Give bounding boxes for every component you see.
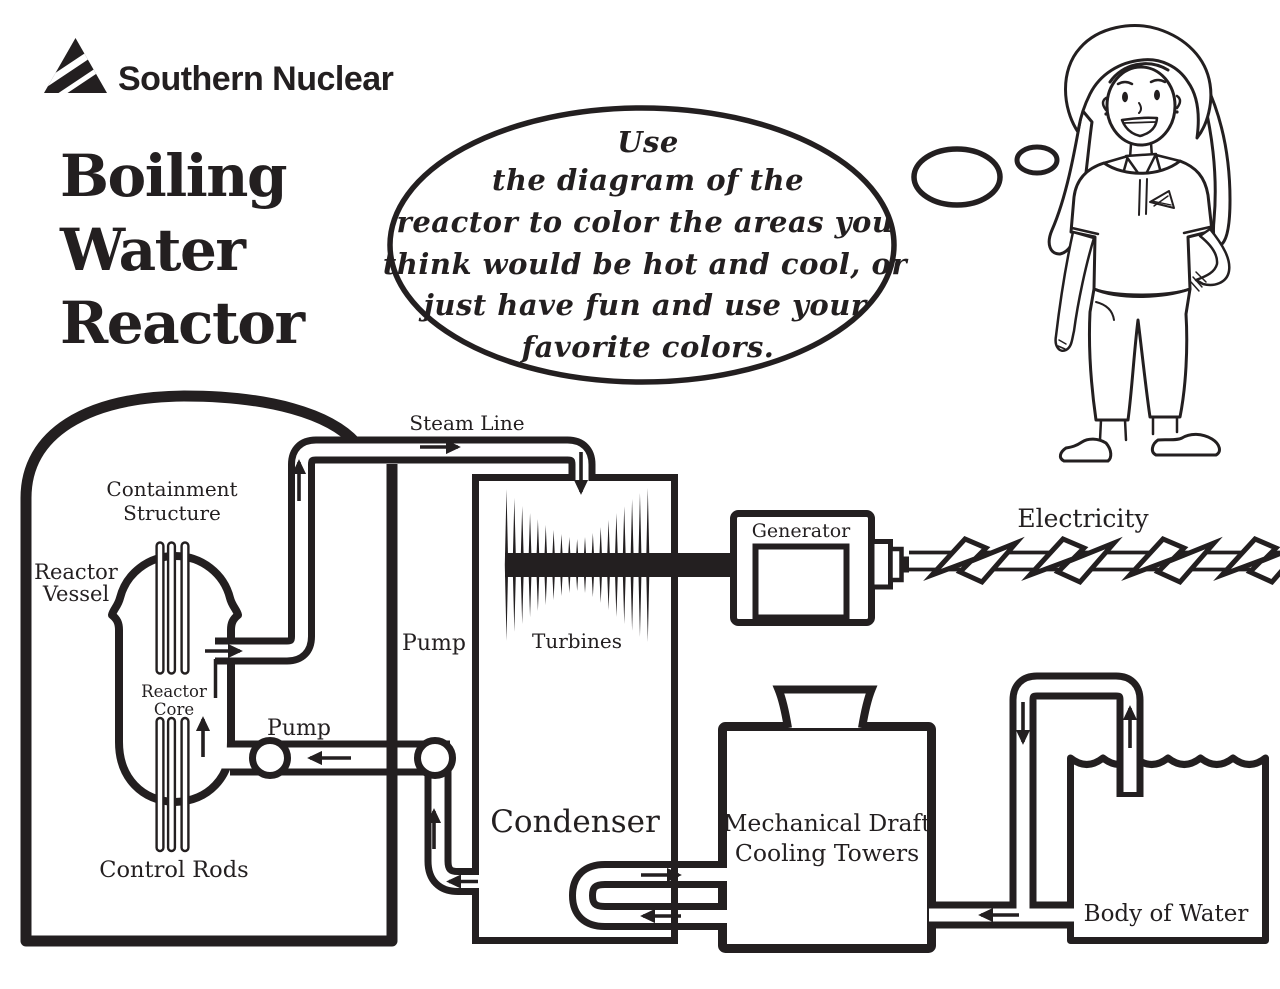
lightning-bolt-icon [1121, 536, 1223, 586]
character-left-hand [1057, 339, 1067, 350]
thought-bubble-large [911, 146, 1003, 208]
character-ankles [1098, 415, 1179, 442]
pump-left-symbol [249, 737, 291, 779]
page-title: Reactor [60, 289, 306, 357]
character-earring [1104, 112, 1108, 116]
diagram-labels: Steam Line Containment Structure Reactor… [34, 411, 1248, 927]
lightning-bolt-icon [1021, 536, 1123, 586]
speech-bubble-text: Use [617, 125, 679, 159]
condenser-label: Condenser [490, 804, 660, 840]
pump-right-symbol [414, 737, 456, 779]
character-teeth [1123, 121, 1156, 124]
generator-core [752, 543, 850, 621]
reactor-core-label: Reactor [141, 682, 207, 701]
brand-name: Southern Nuclear [118, 60, 394, 98]
character-illustration [1047, 24, 1232, 463]
generator-coupling [869, 539, 893, 590]
thought-bubble-small [1014, 144, 1060, 176]
containment-structure-label: Containment [106, 477, 237, 501]
brand-logo-icon [44, 38, 107, 93]
character-shoe [1058, 437, 1113, 463]
character-eyebrow [1149, 78, 1167, 84]
turbines [504, 488, 737, 642]
cooling-loop-channel [575, 868, 731, 923]
reactor-core-label: Core [154, 700, 194, 719]
speech-bubble: Use the diagram of the reactor to color … [383, 105, 909, 385]
reactor-vessel-label: Reactor [34, 560, 119, 584]
control-rods [155, 541, 190, 853]
body-of-water-outline [1067, 754, 1269, 944]
pump-left-label: Pump [267, 716, 331, 741]
electricity-label: Electricity [1017, 504, 1149, 533]
speech-bubble-text: think would be hot and cool, or [383, 247, 909, 281]
character-right-hand [1190, 271, 1207, 292]
character-pants [1087, 287, 1192, 422]
containment-structure-outline [20, 390, 398, 947]
page-title: Water [59, 216, 247, 284]
body-of-water-label: Body of Water [1084, 901, 1249, 927]
turbines-label: Turbines [532, 629, 622, 653]
steam-line-channel [207, 443, 589, 658]
character-pocket [1095, 301, 1115, 321]
steam-line-pipe [207, 436, 596, 698]
character-ear [1175, 94, 1182, 110]
character-hair [1064, 24, 1213, 140]
control-rods-label: Control Rods [99, 857, 248, 883]
cooling-tower-outline [718, 722, 936, 953]
pump-right-label: Pump [402, 631, 466, 656]
character-left-arm [1054, 230, 1096, 352]
page-title: Boiling [60, 142, 287, 210]
control-rod [155, 541, 165, 675]
electricity-wire [909, 536, 1280, 586]
containment-structure [20, 390, 398, 947]
cooling-tower-label: Mechanical Draft [723, 809, 931, 837]
character-eyebrow [1116, 80, 1134, 86]
character-earring [1175, 110, 1179, 114]
control-rod [155, 716, 165, 853]
generator-label: Generator [752, 520, 851, 542]
control-rod [166, 541, 177, 675]
lightning-bolt-icon [1213, 536, 1280, 586]
lightning-bolt-icon [923, 536, 1025, 586]
character-shoe [1150, 432, 1221, 457]
water-overhead-pipe-channel [1016, 679, 1137, 921]
speech-bubble-text: just have fun and use your [418, 288, 868, 322]
control-rod [166, 716, 177, 853]
character-placket [1138, 178, 1148, 216]
turbine-shaft [505, 553, 737, 577]
flow-arrows [195, 439, 1138, 924]
body-of-water [1067, 754, 1269, 944]
character-eye [1154, 89, 1160, 101]
speech-bubble-text: the diagram of the [492, 163, 804, 197]
cooling-tower-stack [772, 685, 878, 729]
character-shirt [1069, 159, 1214, 297]
character-eye [1122, 91, 1128, 103]
speech-bubble-text: reactor to color the areas you [397, 205, 894, 239]
character-sleeve-hem [1070, 225, 1212, 236]
steam-line-label: Steam Line [409, 411, 524, 435]
character-ear [1101, 96, 1108, 112]
containment-structure-label: Structure [123, 501, 221, 525]
control-rod [180, 541, 190, 675]
cooling-loop-pipe [568, 481, 731, 937]
generator-coupling-small [888, 546, 904, 583]
cooling-tower-label: Cooling Towers [735, 839, 919, 867]
character-fringe [1108, 62, 1170, 84]
character-chest-logo-lines [1151, 195, 1172, 207]
cooling-tower [718, 685, 936, 953]
reactor-vessel-label: Vessel [42, 582, 110, 606]
character-kerchief [1124, 152, 1158, 182]
generator [730, 510, 909, 626]
speech-bubble-text: favorite colors. [520, 330, 775, 364]
character-nose [1138, 102, 1142, 114]
generator-terminal [901, 556, 909, 573]
header: Southern Nuclear Boiling Water Reactor U… [44, 24, 1232, 463]
control-rod [180, 716, 190, 853]
